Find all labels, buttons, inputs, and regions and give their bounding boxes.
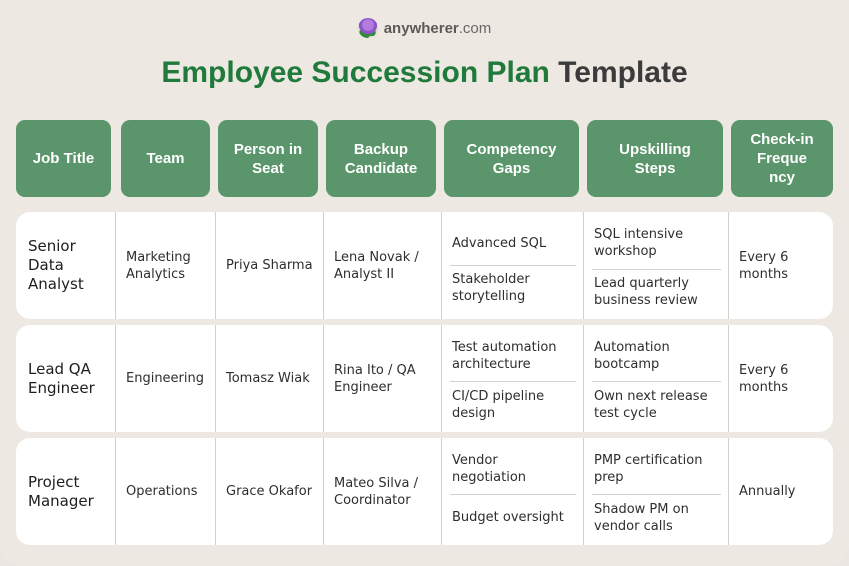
cell-gaps: Advanced SQL Stakeholder storytelling (441, 212, 584, 319)
step-item: PMP certification prep (592, 443, 721, 495)
cell-team: Engineering (115, 325, 216, 432)
brand-name: anywherer.com (383, 19, 492, 37)
step-item: SQL intensive workshop (592, 217, 721, 270)
cell-frequency: Annually (728, 438, 833, 545)
cell-frequency: Every 6 months (728, 325, 833, 432)
table-row: Project Manager Operations Grace Okafor … (16, 438, 833, 545)
cell-backup: Mateo Silva / Coordinator (323, 438, 442, 545)
gap-item: Vendor negotiation (450, 443, 576, 495)
cell-backup: Lena Novak / Analyst II (323, 212, 442, 319)
gap-item: Stakeholder storytelling (452, 271, 530, 304)
column-header-gaps: Competency Gaps (444, 120, 579, 197)
cell-person: Priya Sharma (215, 212, 323, 319)
cell-job-title: Senior Data Analyst (28, 237, 84, 293)
cell-backup: Rina Ito / QA Engineer (323, 325, 442, 432)
column-header-team: Team (121, 120, 210, 197)
column-header-frequency: Check-in Freque ncy (731, 120, 833, 197)
table-row: Senior Data Analyst Marketing Analytics … (16, 212, 833, 319)
column-header-backup: Backup Candidate (326, 120, 436, 197)
cell-job-title: Project Manager (28, 472, 94, 510)
cell-job-title: Lead QA Engineer (28, 359, 95, 397)
cell-person: Grace Okafor (215, 438, 323, 545)
step-item: Lead quarterly business review (594, 276, 698, 308)
gap-item: CI/CD pipeline design (452, 388, 545, 421)
cell-steps: SQL intensive workshop Lead quarterly bu… (583, 212, 729, 319)
step-item: Automation bootcamp (592, 330, 721, 382)
column-header-steps: Upskilling Steps (587, 120, 723, 197)
cell-gaps: Test automation architecture CI/CD pipel… (441, 325, 584, 432)
title-rest: Template (549, 56, 688, 89)
step-item: Shadow PM on vendor calls (594, 501, 689, 534)
cell-team: Operations (115, 438, 216, 545)
gap-item: Advanced SQL (450, 222, 576, 266)
step-item: Own next release test cycle (594, 388, 708, 421)
page-title: Employee Succession Plan Template (0, 56, 849, 90)
cell-steps: PMP certification prep Shadow PM on vend… (583, 438, 729, 545)
gap-item: Test automation architecture (450, 330, 576, 382)
brand: anywherer.com (0, 18, 849, 38)
table-row: Lead QA Engineer Engineering Tomasz Wiak… (16, 325, 833, 432)
cell-person: Tomasz Wiak (215, 325, 323, 432)
cell-team: Marketing Analytics (115, 212, 216, 319)
gap-item: Budget oversight (452, 510, 564, 525)
column-header-person: Person in Seat (218, 120, 318, 197)
globe-icon (357, 18, 378, 38)
cell-gaps: Vendor negotiation Budget oversight (441, 438, 584, 545)
title-highlight: Employee Succession Plan (161, 56, 550, 89)
cell-steps: Automation bootcamp Own next release tes… (583, 325, 729, 432)
column-header-job-title: Job Title (16, 120, 111, 197)
cell-frequency: Every 6 months (728, 212, 833, 319)
